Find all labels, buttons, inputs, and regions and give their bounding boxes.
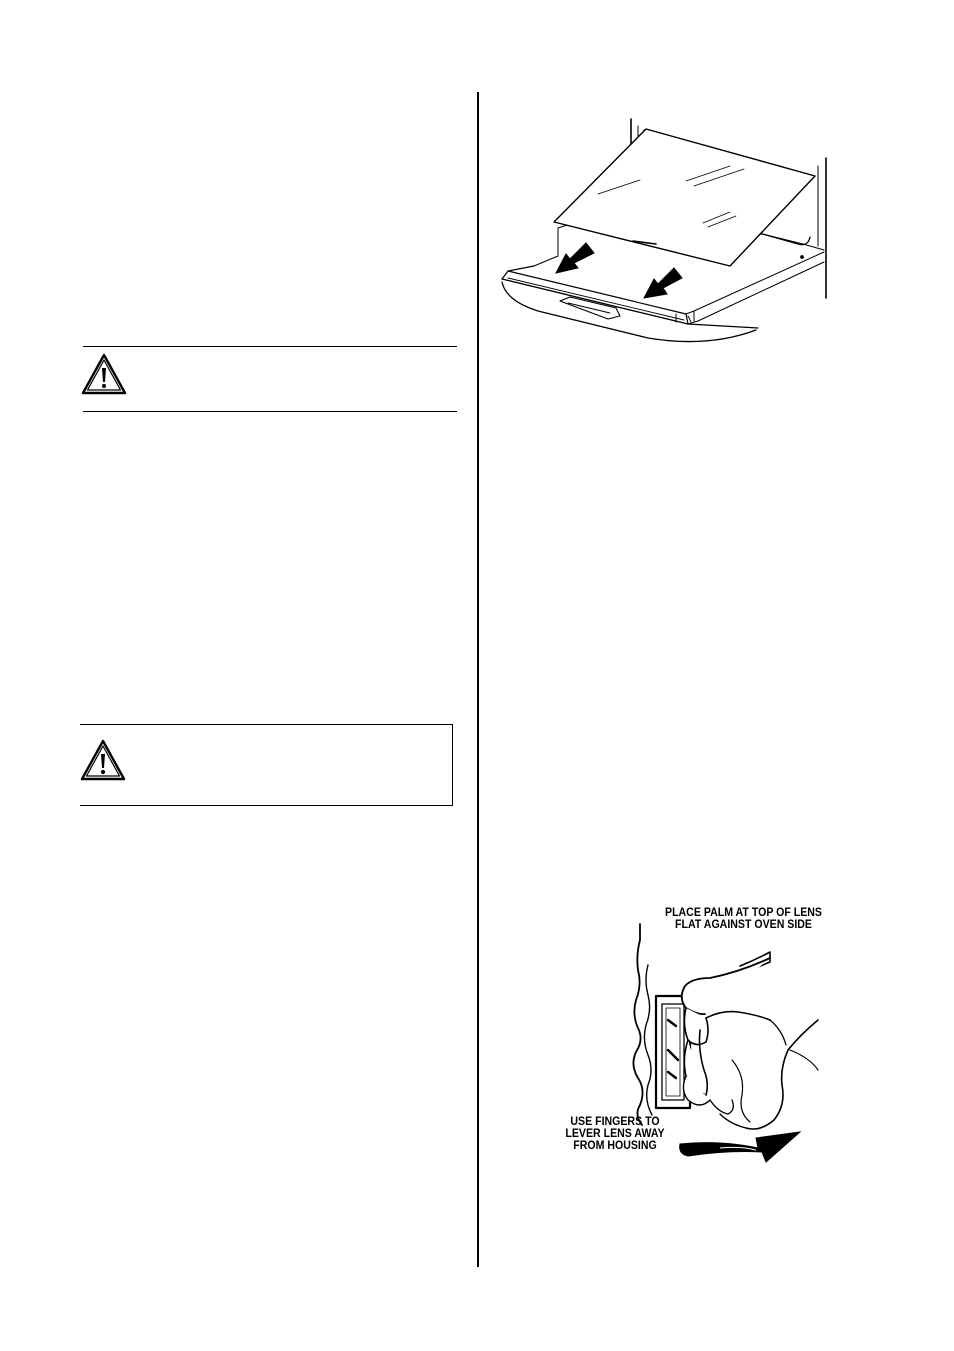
column-divider: [477, 92, 479, 1267]
oven-lamp-lens-removal-illustration: [632, 923, 819, 1163]
warning-box: [81, 346, 457, 412]
warning-box: [80, 724, 453, 806]
warning-triangle-icon: [81, 353, 127, 395]
oven-door-glass-removal-illustration: [501, 118, 827, 343]
warning-triangle-icon: [80, 739, 126, 781]
figure-caption: PLACE PALM AT TOP OF LENS FLAT AGAINST O…: [665, 907, 822, 931]
figure-caption: USE FINGERS TO LEVER LENS AWAY FROM HOUS…: [565, 1116, 665, 1152]
